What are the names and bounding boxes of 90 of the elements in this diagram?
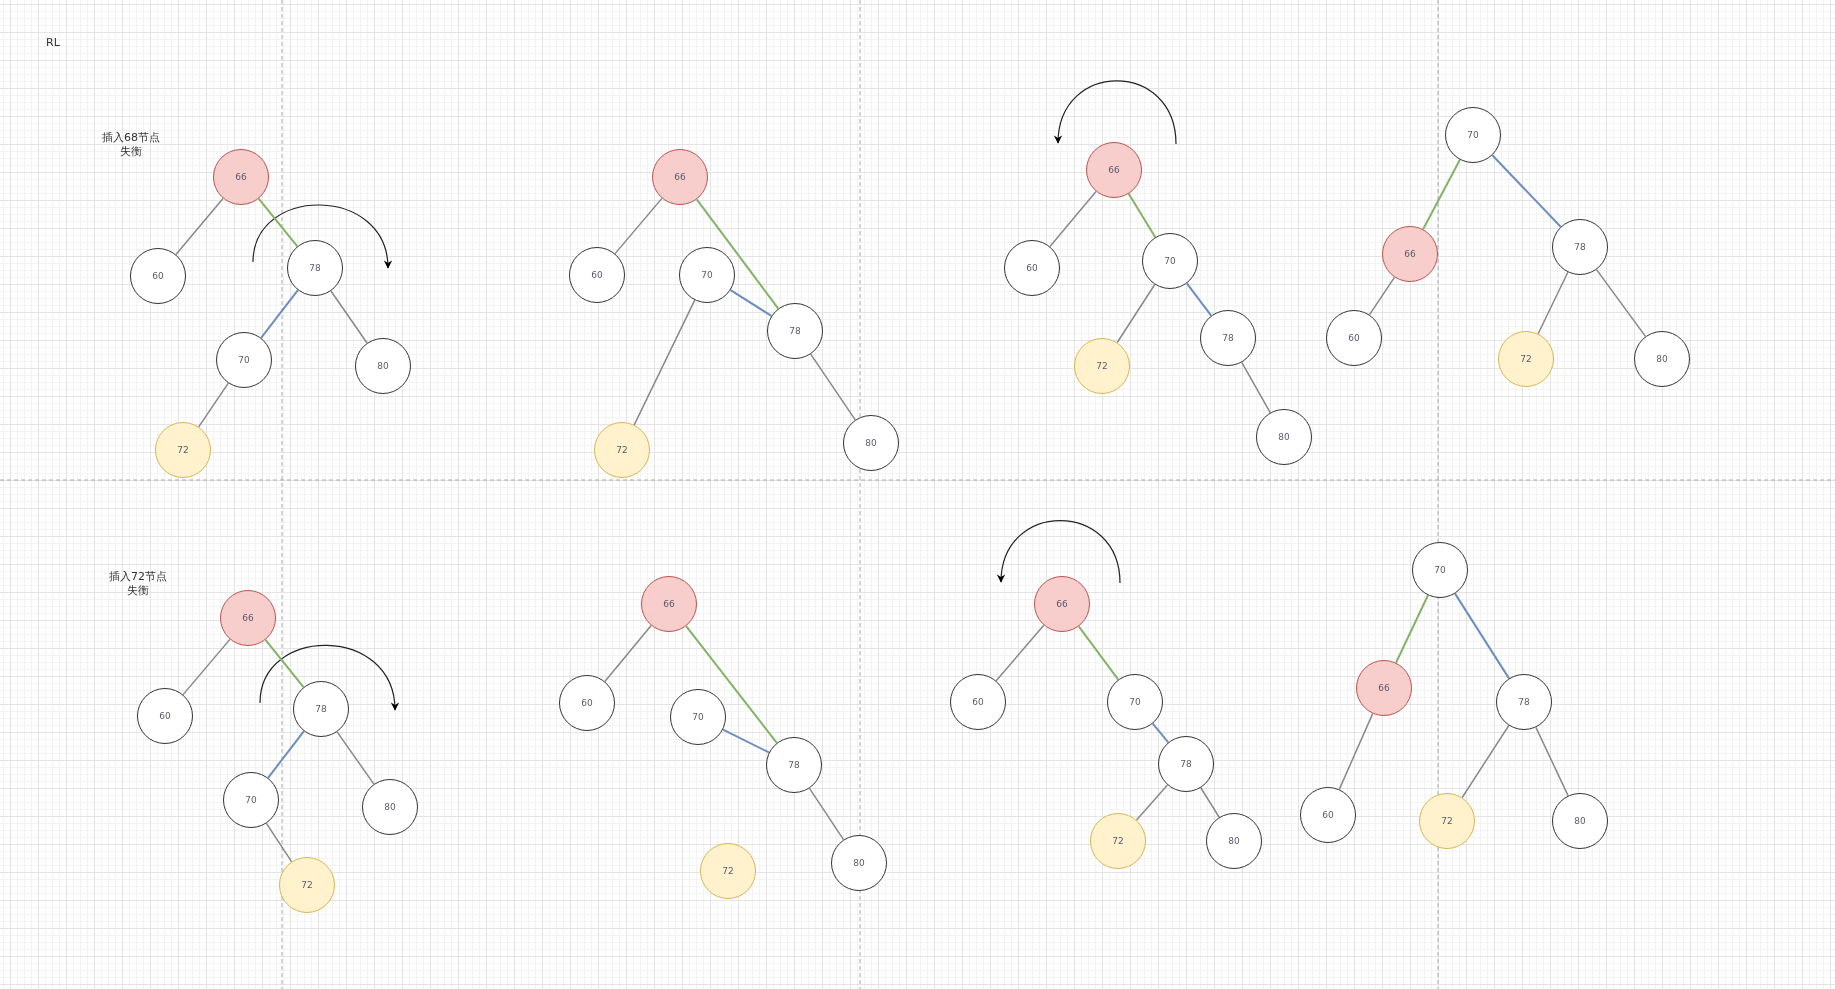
tree-edge bbox=[1368, 276, 1396, 316]
tree-edge bbox=[1116, 283, 1156, 344]
tree-edge bbox=[330, 290, 368, 344]
tree-node: 72 bbox=[594, 422, 650, 478]
tree-node: 70 bbox=[1412, 542, 1468, 598]
tree-node: 60 bbox=[559, 675, 615, 731]
tree-edge bbox=[1461, 724, 1510, 799]
tree-edge bbox=[1077, 625, 1120, 681]
tree-edge bbox=[265, 822, 293, 863]
tree-node: 70 bbox=[216, 332, 272, 388]
tree-edge bbox=[995, 624, 1045, 682]
tree-node: 80 bbox=[1634, 331, 1690, 387]
tree-node: 72 bbox=[279, 857, 335, 913]
tree-edge bbox=[257, 197, 299, 248]
tree-node: 72 bbox=[1419, 793, 1475, 849]
tree-node: 78 bbox=[1552, 219, 1608, 275]
tree-node: 70 bbox=[1142, 233, 1198, 289]
tree-edge bbox=[336, 731, 375, 785]
tree-node: 70 bbox=[1445, 107, 1501, 163]
tree-edge bbox=[1151, 722, 1170, 744]
tree-node: 72 bbox=[1074, 338, 1130, 394]
tree-node: 70 bbox=[670, 689, 726, 745]
tree-node: 80 bbox=[362, 779, 418, 835]
tree-node: 78 bbox=[766, 737, 822, 793]
tree-node: 72 bbox=[155, 422, 211, 478]
tree-edge bbox=[1395, 594, 1429, 664]
tree-edge bbox=[1127, 192, 1157, 239]
tree-edge bbox=[809, 353, 857, 421]
tree-node: 78 bbox=[1158, 736, 1214, 792]
tree-node: 78 bbox=[1496, 674, 1552, 730]
tree-node: 60 bbox=[1326, 310, 1382, 366]
tree-node: 80 bbox=[831, 835, 887, 891]
tree-edge bbox=[1185, 282, 1213, 317]
tree-edge bbox=[1422, 158, 1461, 231]
tree-node: 60 bbox=[569, 247, 625, 303]
tree-node: 70 bbox=[679, 247, 735, 303]
tree-node: 66 bbox=[652, 149, 708, 205]
tree-node: 72 bbox=[1090, 813, 1146, 869]
tree-node: 80 bbox=[355, 338, 411, 394]
tree-node: 70 bbox=[223, 772, 279, 828]
tree-edge bbox=[1200, 787, 1220, 818]
tree-node: 60 bbox=[950, 674, 1006, 730]
tree-edge bbox=[264, 638, 305, 689]
tree-node: 80 bbox=[1256, 409, 1312, 465]
tree-node: 66 bbox=[1034, 576, 1090, 632]
tree-node: 72 bbox=[700, 843, 756, 899]
tree-edge bbox=[197, 382, 230, 428]
tree-edge bbox=[1338, 712, 1374, 791]
tree-node: 66 bbox=[1382, 226, 1438, 282]
tree-edge bbox=[685, 625, 778, 744]
tree-edge bbox=[1537, 271, 1569, 335]
tree-edge bbox=[1454, 592, 1510, 680]
tree-edge bbox=[1241, 361, 1271, 414]
tree-node: 66 bbox=[213, 149, 269, 205]
tree-edge bbox=[1049, 190, 1097, 248]
tree-edge bbox=[182, 638, 231, 696]
tree-edge bbox=[604, 624, 652, 683]
annotation-text: 插入72节点失衡 bbox=[108, 570, 168, 598]
tree-node: 78 bbox=[293, 681, 349, 737]
tree-edge bbox=[175, 197, 224, 256]
tree-edge bbox=[695, 198, 780, 310]
tree-node: 80 bbox=[1206, 813, 1262, 869]
tree-edge bbox=[1535, 726, 1569, 797]
tree-node: 60 bbox=[1300, 787, 1356, 843]
tree-edge bbox=[1595, 268, 1647, 338]
tree-edge bbox=[614, 197, 663, 255]
panel-label: RL bbox=[45, 36, 61, 50]
tree-node: 66 bbox=[1086, 142, 1142, 198]
tree-node: 72 bbox=[1498, 331, 1554, 387]
tree-edge bbox=[1491, 154, 1562, 228]
tree-node: 80 bbox=[843, 415, 899, 471]
tree-node: 78 bbox=[767, 303, 823, 359]
tree-edge bbox=[1135, 784, 1169, 821]
tree-node: 66 bbox=[1356, 660, 1412, 716]
tree-node: 78 bbox=[1200, 310, 1256, 366]
tree-node: 70 bbox=[1107, 674, 1163, 730]
tree-node: 66 bbox=[220, 590, 276, 646]
tree-node: 60 bbox=[137, 688, 193, 744]
tree-edge bbox=[722, 728, 770, 754]
tree-node: 78 bbox=[287, 240, 343, 296]
tree-node: 60 bbox=[1004, 240, 1060, 296]
tree-node: 66 bbox=[641, 576, 697, 632]
tree-edge bbox=[633, 299, 696, 426]
tree-edge bbox=[267, 730, 305, 779]
tree-node: 60 bbox=[130, 248, 186, 304]
tree-edge bbox=[729, 289, 773, 317]
tree-edge bbox=[808, 787, 845, 841]
tree-edge bbox=[260, 289, 299, 339]
annotation-text: 插入68节点失衡 bbox=[101, 131, 161, 159]
tree-node: 80 bbox=[1552, 793, 1608, 849]
